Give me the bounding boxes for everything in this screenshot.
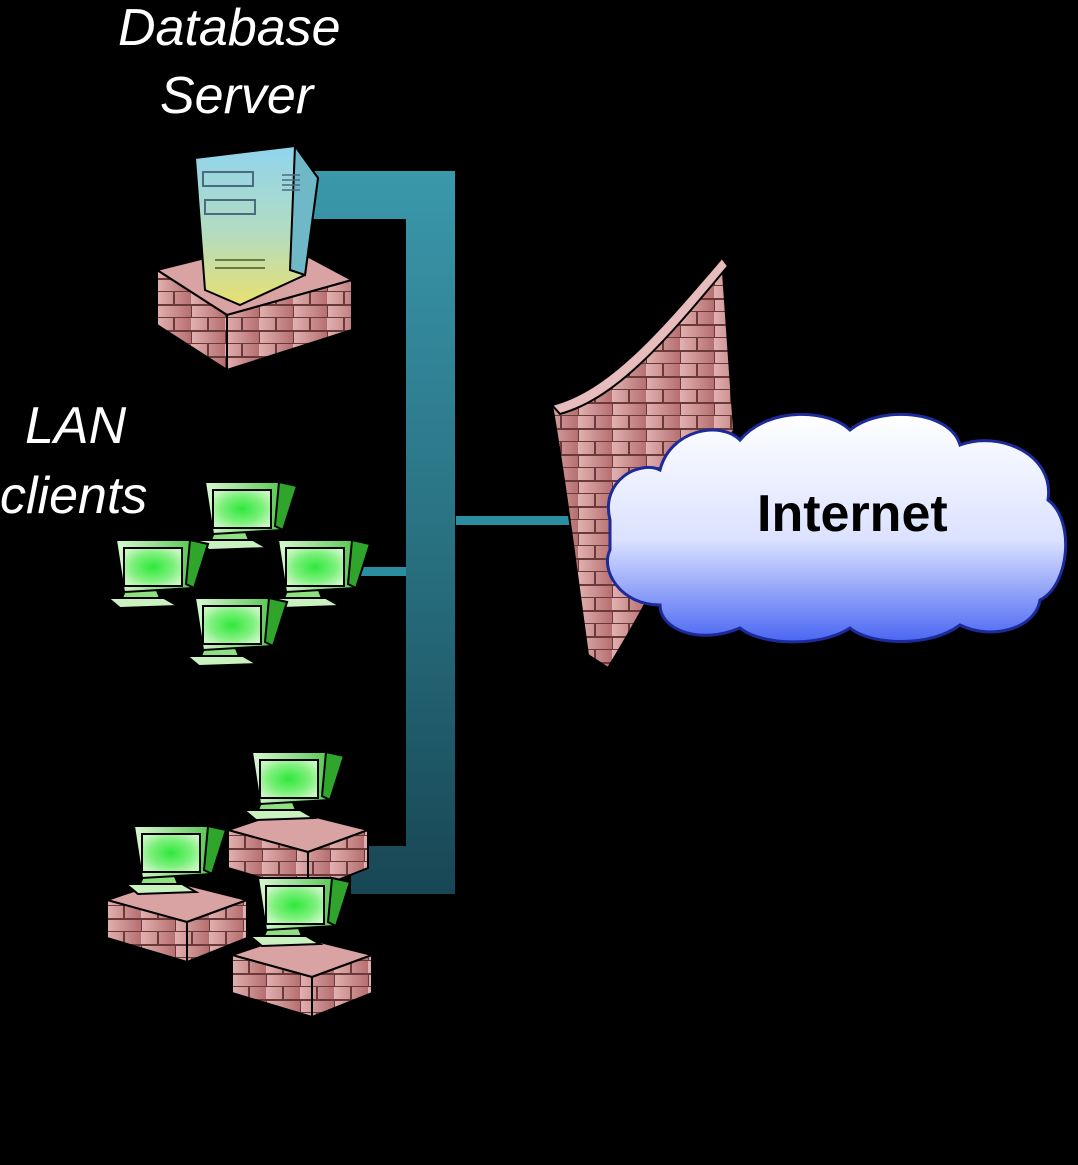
monitor-icon <box>249 877 351 947</box>
monitor-icon <box>269 539 371 609</box>
cloud-icon <box>605 412 1068 644</box>
lan-clients-label-line1: LAN <box>25 397 127 455</box>
monitor-icon <box>243 751 345 821</box>
server-icon <box>193 143 320 307</box>
database-server-label-line2: Server <box>160 67 314 125</box>
monitor-icon <box>107 539 209 609</box>
database-server <box>154 143 355 372</box>
monitor-icon <box>125 825 227 895</box>
database-server-label-line1: Database <box>118 0 341 57</box>
lan-clients-label-line2: clients <box>0 467 148 525</box>
lan-link <box>360 567 406 576</box>
internet-link <box>456 516 586 525</box>
workstations-group <box>106 751 373 1018</box>
monitor-icon <box>186 597 288 667</box>
internet-label: Internet <box>757 485 948 543</box>
brick-platform-icon <box>231 934 373 1018</box>
